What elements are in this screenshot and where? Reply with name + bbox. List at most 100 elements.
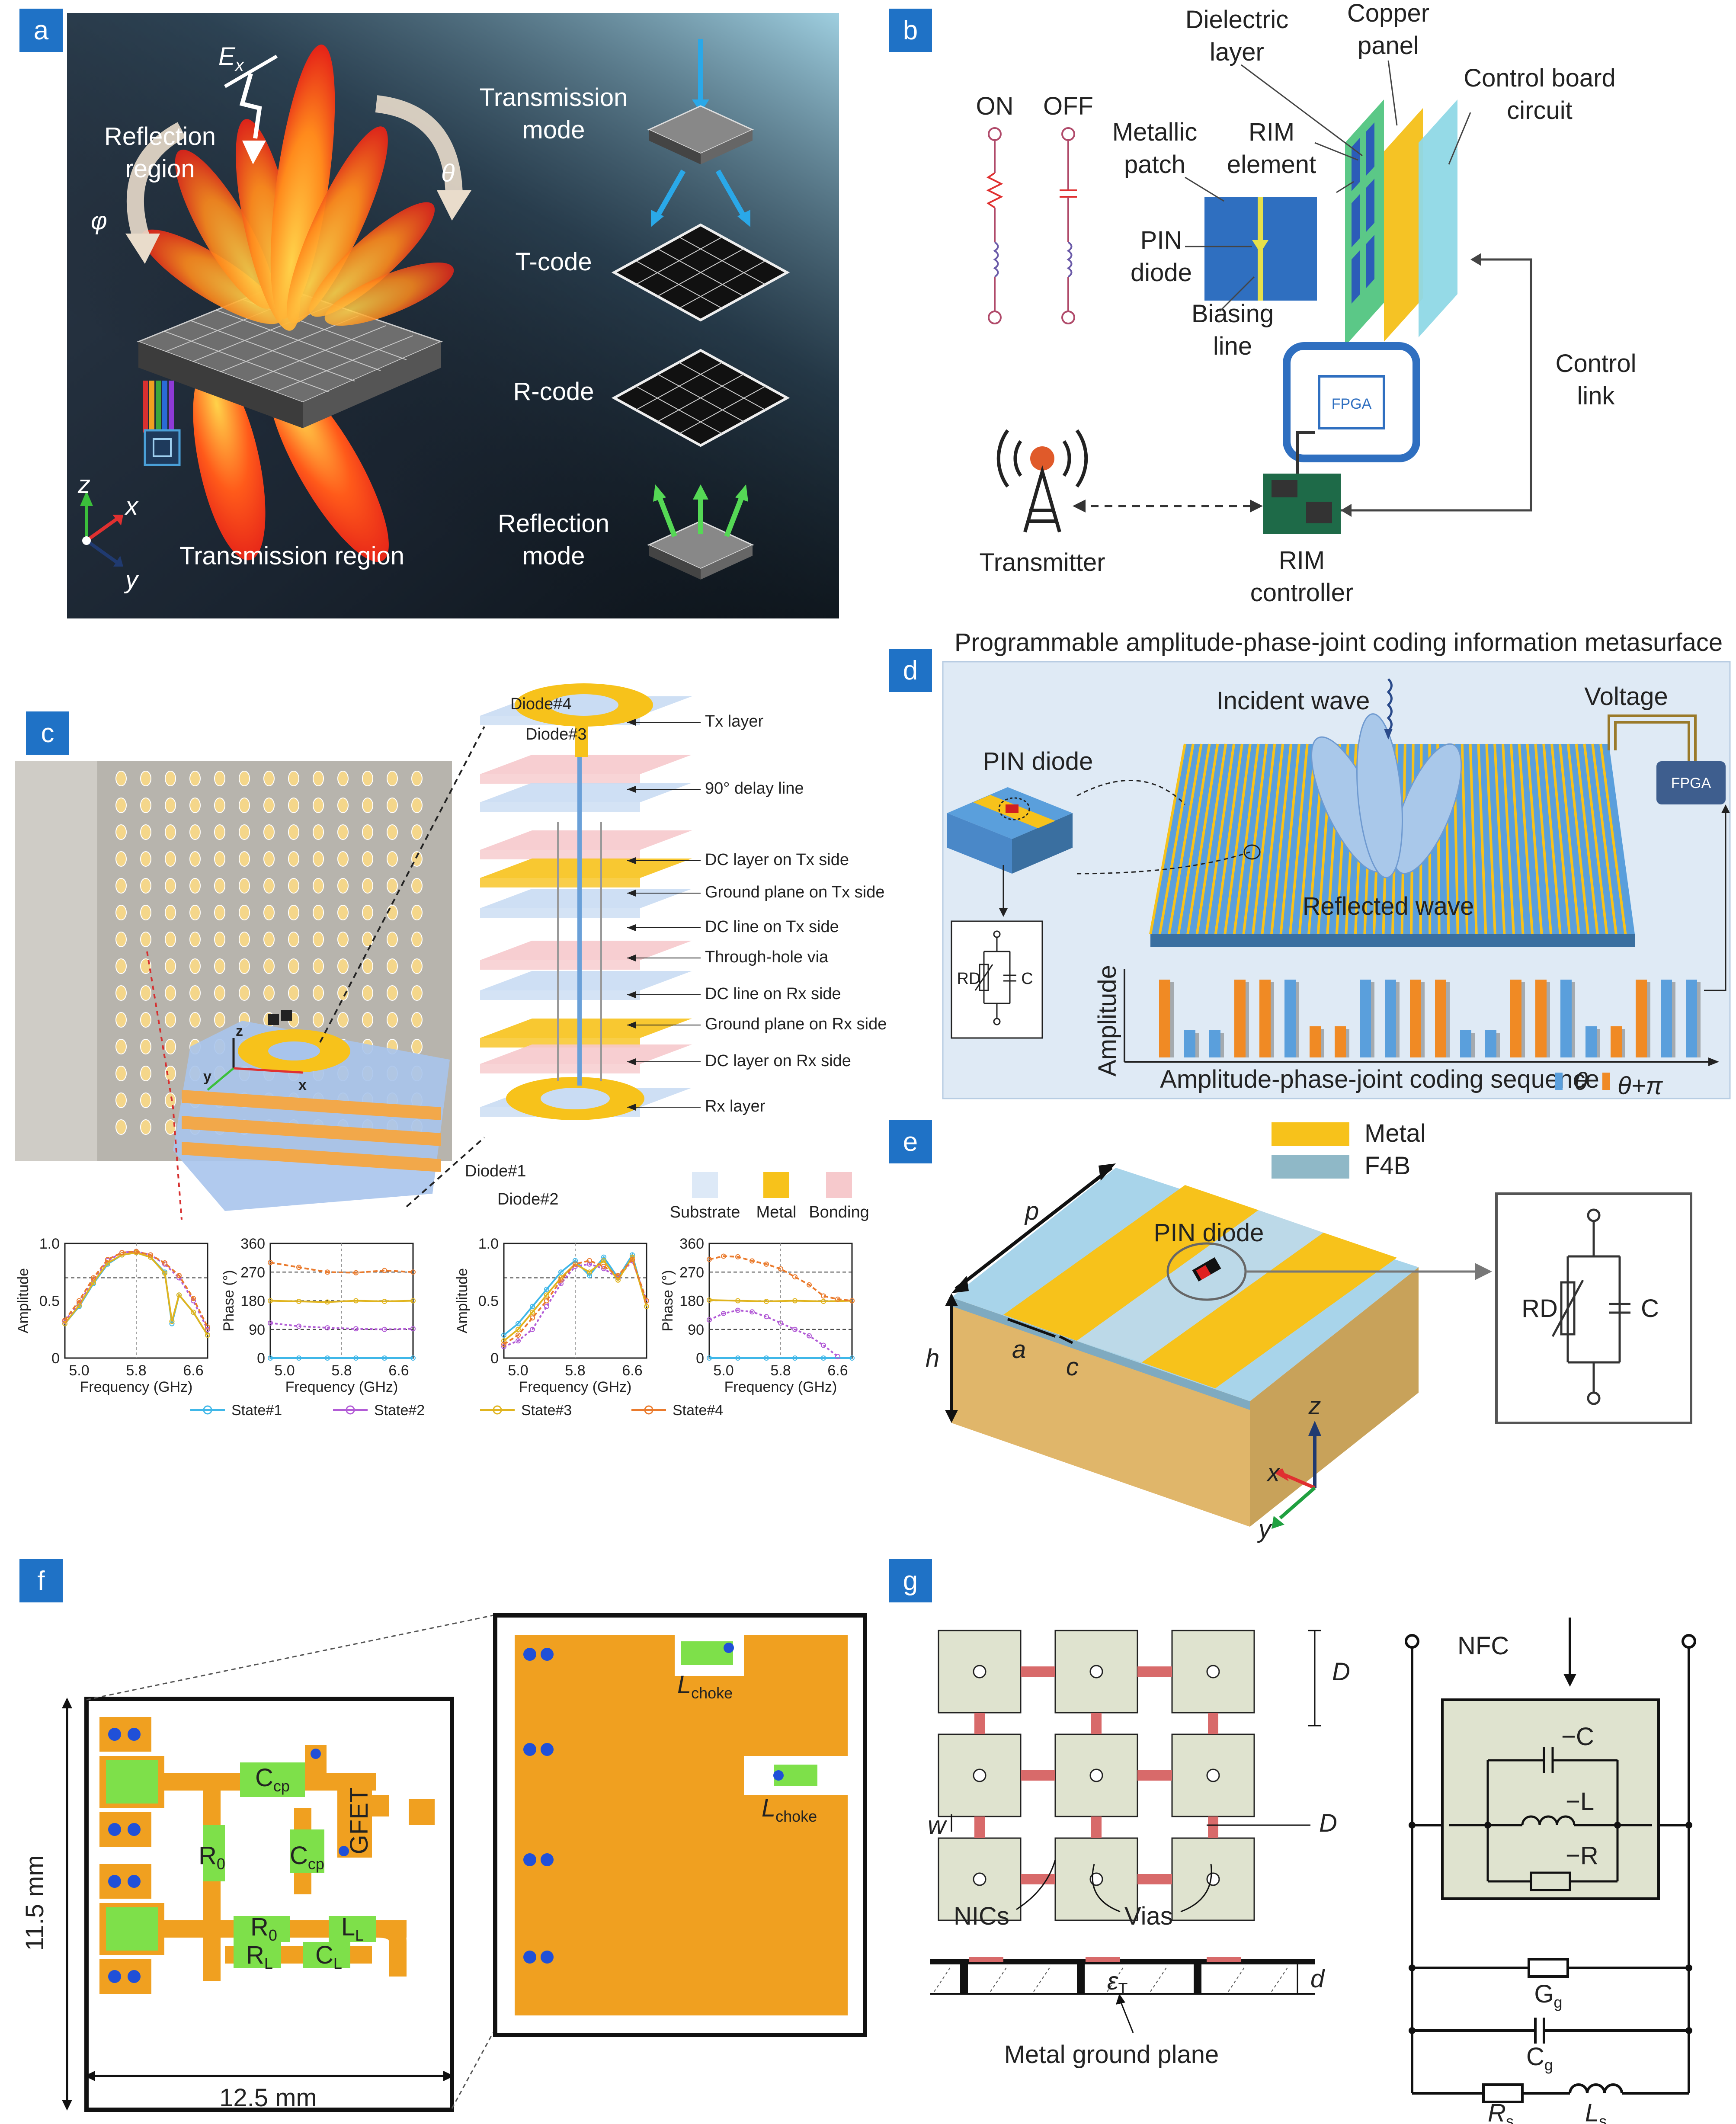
metasurface-stripe (1518, 743, 1534, 935)
metasurface-stripe (1214, 743, 1243, 935)
array-element (115, 1092, 127, 1108)
stack-layer (480, 783, 692, 802)
data-point (721, 1310, 726, 1316)
array-element (140, 851, 151, 867)
data-point (573, 1261, 578, 1267)
amplitude-label-d: Amplitude (1093, 965, 1121, 1076)
diode2-label: Diode#2 (497, 1190, 559, 1208)
metal-swatch-e (1272, 1122, 1349, 1146)
x-tick-label: 6.6 (388, 1362, 409, 1379)
coding-bar (1385, 980, 1396, 1057)
array-element (115, 1066, 127, 1081)
data-point (630, 1257, 635, 1262)
D-label-1: D (1332, 1658, 1350, 1686)
panel-a: a (0, 0, 848, 623)
data-point (835, 1296, 840, 1302)
nic-element (1021, 1874, 1055, 1884)
p-label: p (1024, 1197, 1039, 1225)
via-icon (1206, 1665, 1220, 1679)
x-axis-label: Frequency (GHz) (285, 1379, 398, 1395)
axis-x-e: x (1266, 1459, 1281, 1487)
array-element (189, 824, 201, 840)
array-element (214, 824, 225, 840)
array-element (411, 798, 423, 813)
nic-lattice (938, 1630, 1255, 1921)
data-point (778, 1320, 783, 1326)
array-element (313, 878, 324, 894)
series-line (270, 1322, 413, 1330)
y-tick-label: 0.5 (39, 1293, 60, 1310)
panel-b-letter: b (889, 9, 932, 52)
metasurface-stripe (1583, 743, 1608, 935)
data-point (749, 1309, 755, 1315)
x-axis-label: Frequency (GHz) (80, 1379, 193, 1395)
x-tick-label: 6.6 (827, 1362, 848, 1379)
array-element (115, 1039, 127, 1054)
gg-label: Gg (1534, 1980, 1562, 2011)
array-element (140, 1012, 151, 1028)
data-point (176, 1292, 182, 1298)
stack-layer (480, 1019, 692, 1038)
control-link-line (1341, 258, 1532, 512)
x-tick-label: 6.6 (622, 1362, 642, 1379)
array-element (165, 958, 176, 974)
data-point (325, 1325, 330, 1331)
metasurface-stripe (1542, 743, 1562, 935)
array-element (313, 932, 324, 947)
panel-f: f Ccp R0 Ccp GFET R0 (0, 1544, 882, 2124)
array-element (337, 905, 349, 920)
panel-a-letter: a (19, 9, 63, 52)
data-point (821, 1293, 826, 1299)
coding-bar (1636, 980, 1647, 1057)
data-point (353, 1355, 359, 1361)
array-element (115, 985, 127, 1001)
metasurface-stripe (1493, 743, 1506, 935)
legend-label: State#3 (521, 1402, 572, 1419)
metasurface-stripe (1177, 743, 1211, 935)
metasurface-stripe (1270, 743, 1292, 935)
array-element (115, 824, 127, 840)
transmission-mode-icon (647, 39, 754, 227)
array-element (362, 932, 373, 947)
nic-element (1137, 1770, 1172, 1781)
panel-d-title: Programmable amplitude-phase-joint codin… (954, 631, 1723, 657)
theta-legend: θ (1574, 1067, 1588, 1096)
y-tick-label: 90 (688, 1322, 704, 1338)
series-line (64, 1252, 208, 1336)
via-icon (973, 1768, 987, 1782)
panel-e-letter: e (889, 1120, 932, 1163)
y-axis-label: Amplitude (454, 1268, 471, 1333)
axis-x-c: x (298, 1077, 307, 1093)
array-element (165, 985, 176, 1001)
nic-element (974, 1816, 985, 1838)
metasurface-stripe (1224, 743, 1252, 935)
metasurface-stripe (1195, 743, 1227, 935)
data-point (268, 1298, 273, 1304)
reflection-mode-icon (647, 484, 754, 580)
array-element (115, 1012, 127, 1028)
data-point (601, 1258, 606, 1263)
y-tick-label: 0 (696, 1350, 704, 1367)
f4b-label-e: F4B (1364, 1152, 1410, 1180)
array-element (165, 1012, 176, 1028)
pin-diode-label-d: PIN diode (983, 747, 1093, 775)
y-tick-label: 180 (240, 1293, 265, 1310)
a-label: a (1012, 1336, 1026, 1364)
array-element (411, 771, 423, 786)
array-element (189, 905, 201, 920)
array-element (288, 771, 299, 786)
lchoke-label-2: Lchoke (762, 1794, 817, 1825)
array-element (411, 905, 423, 920)
legend-label: State#2 (374, 1402, 425, 1419)
stack-layer-label: Ground plane on Rx side (705, 1015, 887, 1033)
stack-layer (480, 755, 692, 774)
data-point (296, 1355, 301, 1361)
array-element (288, 905, 299, 920)
c-label-e: c (1066, 1353, 1079, 1381)
dielectric-layer (1345, 99, 1384, 346)
array-element (362, 958, 373, 974)
array-element (288, 958, 299, 974)
